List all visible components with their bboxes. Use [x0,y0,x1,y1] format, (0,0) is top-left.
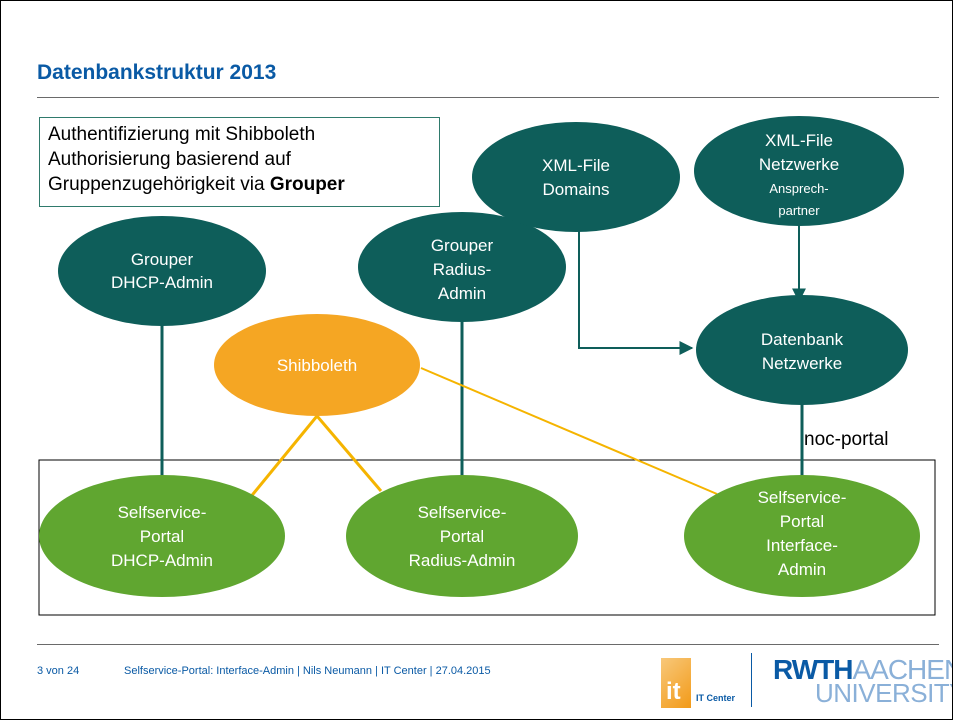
page-number: 3 von 24 [37,665,80,677]
it-center-glyph: it [666,678,681,705]
noc-portal-label: noc-portal [804,429,889,450]
node-ssp-interface-line-4: Admin [778,560,826,579]
node-shibboleth-label: Shibboleth [277,356,357,375]
rwth-logo-bold: RWTH [773,654,853,685]
node-xml-netzwerke-line-1: XML-File [765,131,833,150]
node-ssp-radius [346,475,578,597]
node-ssp-radius-line-2: Portal [440,527,484,546]
node-xml-netzwerke-line-4: partner [778,203,820,218]
node-grouper-radius-line-1: Grouper [431,236,494,255]
it-center-logo: it IT Center [661,658,735,708]
node-ssp-radius-line-1: Selfservice- [418,503,507,522]
node-ssp-interface-line-2: Portal [780,512,824,531]
title-divider [37,97,939,98]
info-line-3: Gruppenzugehörigkeit via Grouper [48,172,431,197]
node-datenbank-line-2: Netzwerke [762,354,842,373]
node-ssp-dhcp [39,475,285,597]
node-xml-domains-line-2: Domains [542,180,609,199]
info-line-1: Authentifizierung mit Shibboleth [48,124,316,145]
page-title: Datenbankstruktur 2013 [37,61,277,84]
node-ssp-dhcp-line-1: Selfservice- [118,503,207,522]
info-grouper-bold: Grouper [269,174,345,195]
rwth-logo-light: AACHEN [852,654,953,685]
info-line-2: Authorisierung basierend auf [48,149,291,170]
arrow-domains-to-datenbank [578,225,694,355]
node-grouper-dhcp [58,216,266,326]
rwth-logo-university: UNIVERSITY [815,678,953,708]
node-grouper-dhcp-line-1: Grouper [131,250,194,269]
node-grouper-radius [358,212,566,322]
logo-separator [751,653,752,707]
node-datenbank-line-1: Datenbank [761,330,844,349]
portal-frame [38,459,936,616]
it-center-logo-box: it [661,658,691,708]
info-line-3-text: Gruppenzugehörigkeit via [48,174,270,195]
node-grouper-radius-line-3: Admin [438,284,486,303]
node-ssp-interface [684,475,920,597]
node-grouper-radius-line-2: Radius- [433,260,492,279]
rwth-logo-top: RWTHAACHEN [773,654,952,685]
info-box: Authentifizierung mit Shibboleth Authori… [39,117,440,207]
footer-divider [37,644,939,645]
node-ssp-interface-line-3: Interface- [766,536,838,555]
it-center-name: IT Center [696,693,736,703]
line-shib-to-ssp-interface [420,367,718,495]
node-ssp-radius-line-3: Radius-Admin [409,551,516,570]
node-shibboleth [214,314,420,416]
node-xml-domains-line-1: XML-File [542,156,610,175]
node-xml-netzwerke-line-2: Netzwerke [759,155,839,174]
node-ssp-interface-line-1: Selfservice- [758,488,847,507]
rwth-logo: RWTHAACHEN UNIVERSITY [773,654,952,709]
node-datenbank [696,295,908,405]
footer-text: Selfservice-Portal: Interface-Admin | Ni… [124,665,491,677]
node-grouper-dhcp-line-2: DHCP-Admin [111,273,213,292]
node-xml-domains [472,122,680,232]
node-xml-netzwerke-line-3: Ansprech- [769,181,828,196]
line-shib-to-ssp-dhcp [247,415,319,500]
line-shib-to-ssp-radius [315,415,383,492]
node-xml-netzwerke [694,116,904,226]
node-ssp-dhcp-line-2: Portal [140,527,184,546]
node-ssp-dhcp-line-3: DHCP-Admin [111,551,213,570]
